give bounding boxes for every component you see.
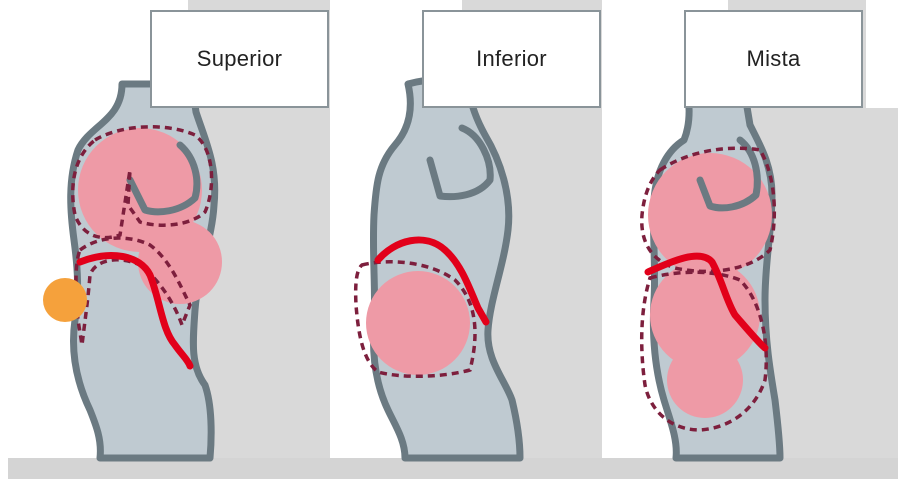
label-superior: Superior [150,10,329,108]
wall-gap-right [866,108,898,460]
label-inferior: Inferior [422,10,601,108]
lesion-mista-3 [667,342,743,418]
orange-circle-marker [43,278,87,322]
lesion-inferior [366,271,470,375]
figure-superior [43,84,222,458]
figure-mista [642,95,780,458]
label-mista: Mista [684,10,863,108]
lesion-superior-2 [138,220,222,304]
